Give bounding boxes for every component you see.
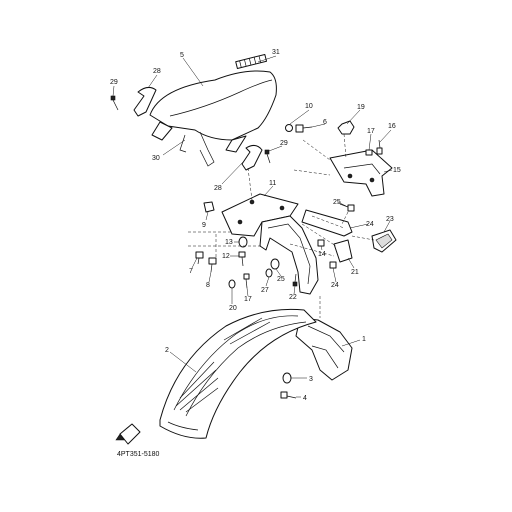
callout-25: 25 [333,199,341,206]
rear-fender-bracket [221,193,319,295]
callout-23: 24 [331,282,339,289]
bolt-16 [376,139,383,155]
callout-27: 27 [261,287,269,294]
callout-14: 14 [318,251,326,258]
callout-labels: 5 31 29 28 10 6 30 29 28 19 16 17 15 11 … [110,49,401,402]
bolt-4 [280,391,297,399]
callout-8: 8 [206,282,210,289]
callout-11: 11 [269,180,276,187]
bolt-left [110,95,119,111]
seat-clip-upper [133,86,157,117]
callout-21: 22 [289,294,297,301]
grommet-13 [238,236,248,248]
callout-6: 6 [323,119,327,126]
callout-31: 31 [272,49,280,56]
diagram-code: 4PT351-5180 [117,451,160,458]
seat-strap [235,53,268,70]
collar-14 [317,239,325,247]
callout-29b: 29 [280,140,288,147]
fwd-arrow-icon [115,423,141,445]
bolt-7 [195,251,204,265]
callout-5: 5 [180,52,184,59]
callout-1: 1 [362,336,366,343]
callout-12: 12 [222,253,230,260]
callout-18: 20 [229,305,237,312]
callout-26: 25 [277,276,285,283]
callout-24: 24 [366,221,374,228]
leader-lines [112,55,393,398]
callout-16: 16 [388,123,396,130]
bolt-17-lower [243,273,250,289]
rear-fender [295,317,353,381]
bracket-20 [333,239,353,263]
collar-17-upper [365,149,373,156]
callout-15: 15 [393,167,401,174]
bolt-6 [295,124,313,133]
bolt-21 [292,273,298,287]
seat-clip-lower [241,144,263,171]
callout-7: 7 [189,268,193,275]
callout-13: 13 [225,239,233,246]
callout-22: 23 [386,216,394,223]
callout-17b: 17 [244,296,252,303]
callout-17a: 17 [367,128,375,135]
callout-2: 2 [165,347,169,354]
callout-19: 19 [357,104,365,111]
bolt-23 [329,261,337,269]
callout-29a: 29 [110,79,118,86]
callout-9: 9 [202,222,206,229]
reflector-22 [371,229,397,253]
callout-10: 10 [305,103,313,110]
callout-4: 4 [303,395,307,402]
callout-3: 3 [309,376,313,383]
bolt-9 [203,201,215,213]
tail-bracket [329,149,393,197]
assembly-lines [188,133,375,318]
grommet-27 [265,268,273,278]
callout-20: 21 [351,269,359,276]
nut-19 [337,120,355,135]
callout-30: 30 [152,155,160,162]
bolt-right [264,149,271,164]
callout-28b: 28 [214,185,222,192]
bolt-25 [339,203,355,212]
front-fender [159,308,317,439]
seat [149,70,277,167]
bolt-12 [238,251,246,267]
washer-3 [282,372,292,384]
plate-24 [301,209,353,237]
collar-10 [285,124,293,132]
grommet-26 [270,258,280,270]
collar-18 [228,279,236,289]
bolt-8 [208,257,217,273]
callout-28a: 28 [153,68,161,75]
